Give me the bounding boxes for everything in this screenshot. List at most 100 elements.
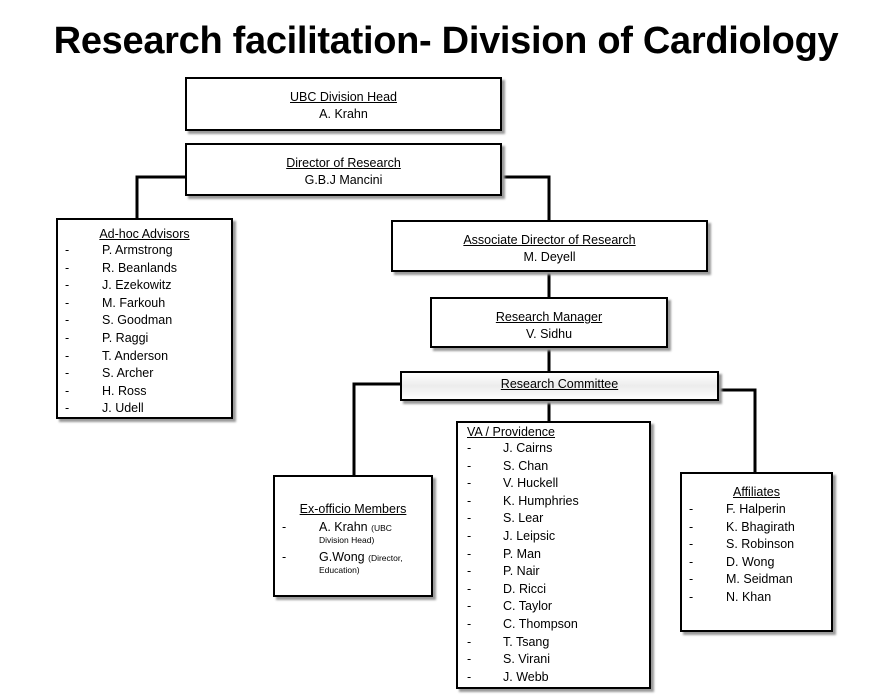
list-dash: -: [689, 502, 694, 516]
member-name: V. Huckell: [503, 476, 559, 491]
member-name: D. Wong: [726, 554, 775, 569]
list-item: - P. Armstrong: [58, 242, 231, 260]
va-providence-heading: VA / Providence: [467, 425, 556, 439]
list-dash: -: [65, 383, 70, 398]
list-dash: -: [689, 537, 694, 552]
member-name: C. Taylor: [503, 599, 553, 614]
manager-name: V. Sidhu: [525, 327, 573, 341]
committee-box: Research Committee: [400, 371, 719, 401]
list-item: -S. Archer: [58, 365, 231, 383]
list-dash: -: [65, 243, 70, 257]
director-box: Director of Research G.B.J Mancini: [185, 143, 502, 196]
member-name: J. Cairns: [503, 441, 553, 455]
list-item: -K. Bhagirath: [682, 519, 831, 537]
member-name: S. Goodman: [102, 313, 173, 328]
connector-committee-exofficio: [352, 382, 401, 475]
va-providence-list: - J. Cairns - S. Chan - V. Huckell - K. Humphri…: [458, 440, 649, 686]
list-item: -D. Wong: [682, 554, 831, 572]
list-item: - S. Robinson: [682, 536, 831, 554]
list-item: - S. Chan: [458, 458, 649, 476]
connector-director-associate: [503, 175, 551, 220]
list-dash: -: [467, 441, 472, 455]
division-head-name: A. Krahn: [319, 107, 368, 121]
list-dash: -: [467, 599, 472, 614]
list-item: -S. Lear: [458, 510, 649, 528]
ex-officio-note: (Director,: [368, 553, 403, 563]
list-item: -J. Udell: [58, 400, 231, 418]
member-name: F. Halperin: [726, 502, 786, 516]
list-dash: -: [467, 616, 472, 631]
associate-director-heading: Associate Director of Research: [463, 233, 636, 247]
member-name: P. Man: [503, 546, 541, 561]
division-head-heading: UBC Division Head: [290, 90, 397, 104]
member-name: R. Beanlands: [102, 260, 178, 275]
ex-officio-note: Education): [319, 564, 360, 575]
list-item: - H. Ross: [58, 383, 231, 401]
list-dash: -: [467, 476, 472, 491]
manager-heading: Research Manager: [495, 310, 603, 324]
ex-officio-item: - A. Krahn (UBC Division Head): [275, 519, 431, 549]
list-dash: -: [467, 634, 472, 649]
list-dash: -: [467, 581, 472, 596]
list-item: -J. Leipsic: [458, 528, 649, 546]
member-name: S. Virani: [503, 652, 551, 667]
list-dash: -: [467, 528, 472, 543]
list-dash: -: [65, 330, 70, 345]
connector-director-advisors: [135, 175, 186, 218]
list-dash: -: [282, 520, 287, 534]
affiliates-list: -F. Halperin-K. Bhagirath-S. Robinson-D.…: [682, 501, 831, 607]
list-dash: -: [65, 295, 70, 310]
advisors-box: Ad-hoc Advisors - P. Armstrong - R. Beanlan…: [56, 218, 233, 419]
member-name: H. Ross: [102, 383, 147, 398]
member-name: M. Seidman: [726, 572, 793, 587]
ex-officio-note: (UBC: [371, 523, 392, 533]
list-dash: -: [65, 313, 70, 328]
list-item: - R. Beanlands: [58, 260, 231, 278]
ex-officio-name: A. Krahn: [319, 520, 368, 534]
list-item: -P. Raggi: [58, 330, 231, 348]
member-name: K. Bhagirath: [726, 519, 795, 534]
list-item: -N. Khan: [682, 589, 831, 607]
member-name: P. Armstrong: [102, 243, 173, 257]
advisors-heading: Ad-hoc Advisors: [99, 227, 190, 241]
division-head-box: UBC Division Head A. Krahn: [185, 77, 502, 131]
member-name: S. Archer: [102, 366, 154, 381]
list-dash: -: [467, 458, 472, 473]
ex-officio-heading: Ex-officio Members: [299, 502, 407, 516]
list-dash: -: [65, 401, 70, 416]
member-name: J. Webb: [503, 669, 549, 684]
list-dash: -: [689, 589, 694, 604]
committee-heading: Research Committee: [500, 377, 619, 391]
advisors-list: -P. Armstrong-R. Beanlands-J. Ezekowitz-…: [58, 242, 231, 418]
manager-box: Research Manager V. Sidhu: [430, 297, 668, 348]
ex-officio-box: Ex-officio Members - A. Krahn (UBC Divis…: [273, 475, 433, 597]
ex-officio-item: - G.Wong (Director, Education): [275, 549, 431, 579]
ex-officio-note: Division Head): [319, 534, 375, 545]
member-name: D. Ricci: [503, 581, 547, 596]
list-item: - F. Halperin: [682, 501, 831, 519]
member-name: K. Humphries: [503, 493, 579, 508]
list-item: - S. Goodman: [58, 312, 231, 330]
list-item: - C. Taylor: [458, 598, 649, 616]
member-name: C. Thompson: [503, 616, 578, 631]
list-dash: -: [65, 348, 70, 363]
affiliates-box: Affiliates -F. Halperin-K. Bhagirath-S. …: [680, 472, 833, 632]
list-dash: -: [65, 260, 70, 275]
list-dash: -: [467, 564, 472, 579]
list-dash: -: [467, 511, 472, 526]
director-heading: Director of Research: [286, 156, 401, 170]
list-dash: -: [689, 572, 694, 587]
member-name: S. Chan: [503, 458, 549, 473]
list-item: -T. Tsang: [458, 634, 649, 652]
list-dash: -: [467, 652, 472, 667]
member-name: S. Robinson: [726, 537, 795, 552]
list-dash: -: [65, 278, 70, 293]
list-item: - D. Ricci: [458, 581, 649, 599]
list-item: - M. Seidman: [682, 571, 831, 589]
member-name: J. Ezekowitz: [102, 278, 172, 293]
connector-committee-affiliates: [718, 388, 757, 472]
list-dash: -: [467, 669, 472, 684]
list-dash: -: [467, 493, 472, 508]
list-item: - C. Thompson: [458, 616, 649, 634]
